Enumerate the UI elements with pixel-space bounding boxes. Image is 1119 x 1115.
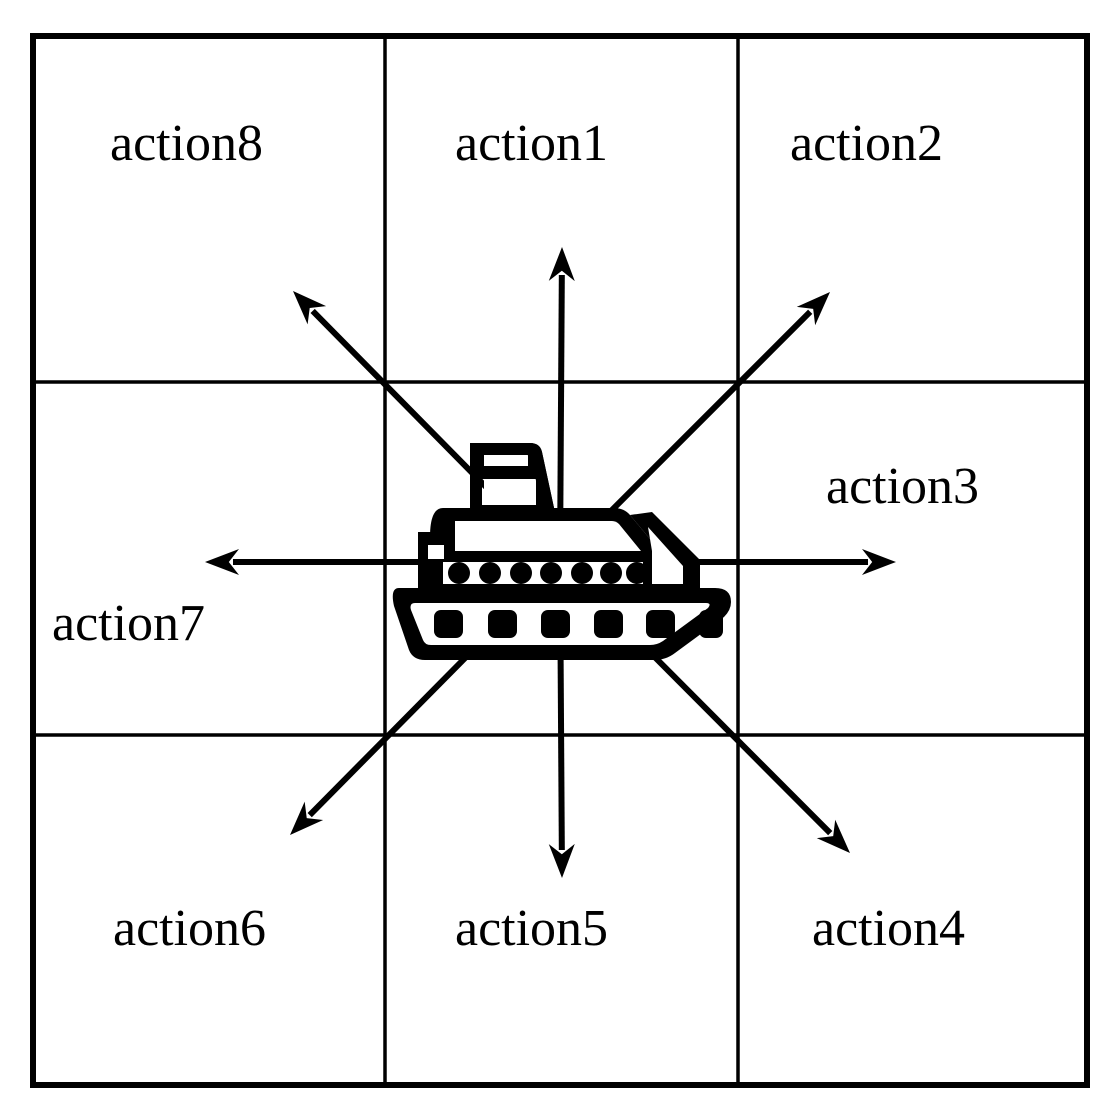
cell-label-action6: action6	[113, 900, 267, 957]
arrow-up-head	[548, 247, 575, 282]
arrow-up-left-head	[293, 291, 327, 325]
arrow-left-head	[205, 549, 239, 575]
cell-label-action1: action1	[455, 115, 609, 172]
cell-label-action5: action5	[455, 900, 609, 957]
cell-label-action4: action4	[812, 900, 966, 957]
arrow-down-head	[548, 843, 575, 878]
arrow-right-head	[862, 549, 896, 575]
cell-label-action3: action3	[826, 458, 980, 515]
arrow-up-right-head	[796, 292, 830, 326]
cell-label-action7: action7	[52, 595, 206, 652]
arrow-down-right-head	[816, 819, 850, 853]
arrow-down-left-head	[290, 801, 324, 835]
ship-icon	[392, 443, 731, 660]
cell-label-action2: action2	[790, 115, 944, 172]
cell-label-action8: action8	[110, 115, 264, 172]
